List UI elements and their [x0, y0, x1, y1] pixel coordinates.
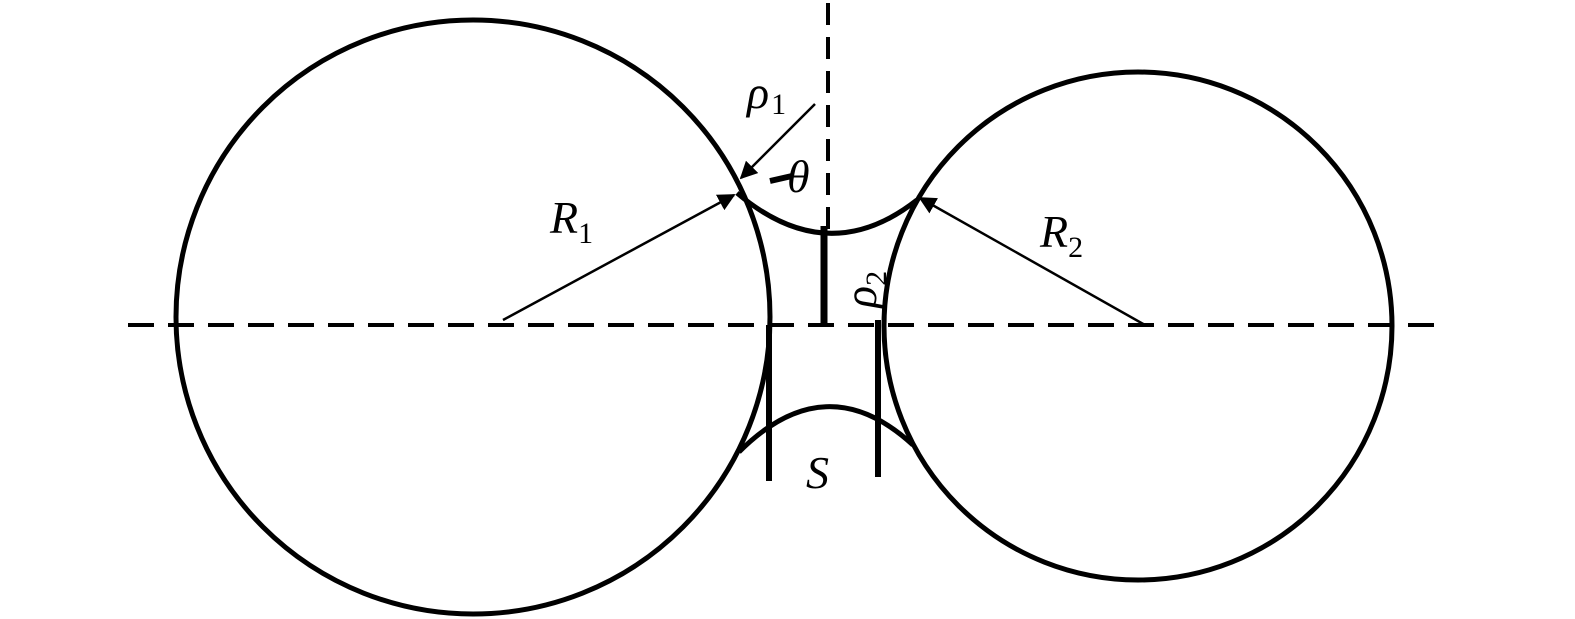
- r2-arrow: [918, 196, 1146, 327]
- label-rho2: ρ2: [835, 271, 893, 310]
- label-rho1: ρ1: [745, 67, 786, 121]
- r1-arrow: [502, 193, 736, 322]
- label-theta: θ: [787, 151, 810, 202]
- label-s: S: [806, 447, 829, 498]
- left-particle-circle: [173, 17, 773, 617]
- label-r1: R1: [549, 192, 593, 250]
- meniscus-bottom-arc: [737, 404, 915, 454]
- theta-marker: [769, 173, 793, 184]
- label-r2: R2: [1039, 206, 1083, 264]
- rho1-arrow: [739, 103, 816, 180]
- right-particle-circle: [881, 69, 1395, 583]
